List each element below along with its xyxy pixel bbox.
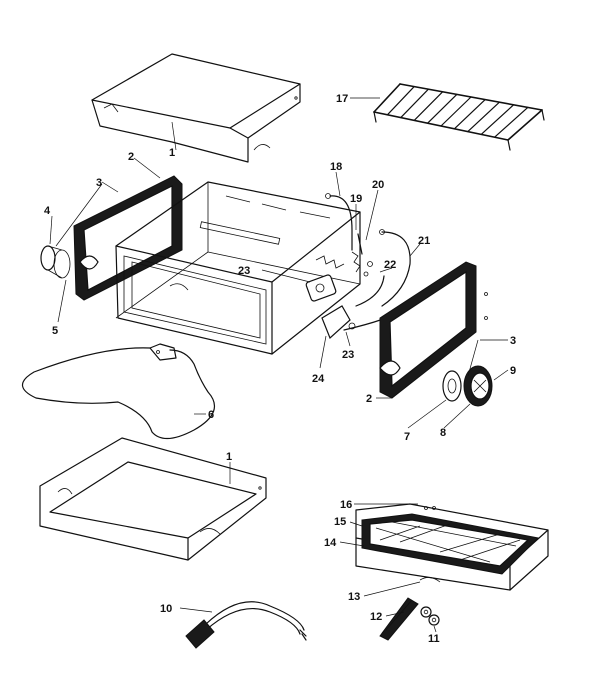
right-door-frame: [379, 261, 488, 399]
callout-23-upper: 23: [238, 265, 250, 277]
callout-19: 19: [350, 193, 362, 205]
callout-13: 13: [348, 591, 360, 603]
bottom-base: [39, 437, 267, 561]
leader-lines: [49, 97, 509, 633]
wiring-and-switches: [305, 193, 411, 340]
callout-10: 10: [160, 603, 172, 615]
callout-8: 8: [440, 427, 446, 439]
callout-17: 17: [336, 93, 348, 105]
callout-16: 16: [340, 499, 352, 511]
callout-2-right: 2: [366, 393, 372, 405]
callout-21: 21: [418, 235, 430, 247]
dial-assembly: [442, 365, 493, 407]
callout-24: 24: [312, 373, 325, 385]
callout-23-lower: 23: [342, 349, 354, 361]
callout-14: 14: [324, 537, 337, 549]
callout-4: 4: [44, 205, 51, 217]
callout-22: 22: [384, 259, 396, 271]
power-cord: [185, 601, 307, 649]
callout-3-right: 3: [510, 335, 516, 347]
callout-2-left: 2: [128, 151, 134, 163]
callout-5: 5: [52, 325, 58, 337]
wire-rack: [373, 83, 545, 151]
oven-body-frame: [115, 181, 361, 355]
callout-15: 15: [334, 516, 346, 528]
top-cover: [91, 53, 301, 163]
callout-labels: 1 17 2 3 4 5 18 19 20 21 22 23 23 24 3 9…: [44, 93, 516, 645]
callout-6: 6: [208, 409, 214, 421]
callout-9: 9: [510, 365, 516, 377]
control-knob: [40, 245, 71, 279]
tray-assembly: [355, 503, 549, 591]
callout-1-top: 1: [169, 147, 175, 159]
callout-12: 12: [370, 611, 382, 623]
callout-18: 18: [330, 161, 342, 173]
heating-element: [21, 343, 216, 440]
callout-1-bottom: 1: [226, 451, 232, 463]
handle-and-screws: [379, 597, 440, 641]
callout-11: 11: [428, 633, 440, 645]
callout-20: 20: [372, 179, 384, 191]
callout-3-left: 3: [96, 177, 102, 189]
callout-7: 7: [404, 431, 410, 443]
